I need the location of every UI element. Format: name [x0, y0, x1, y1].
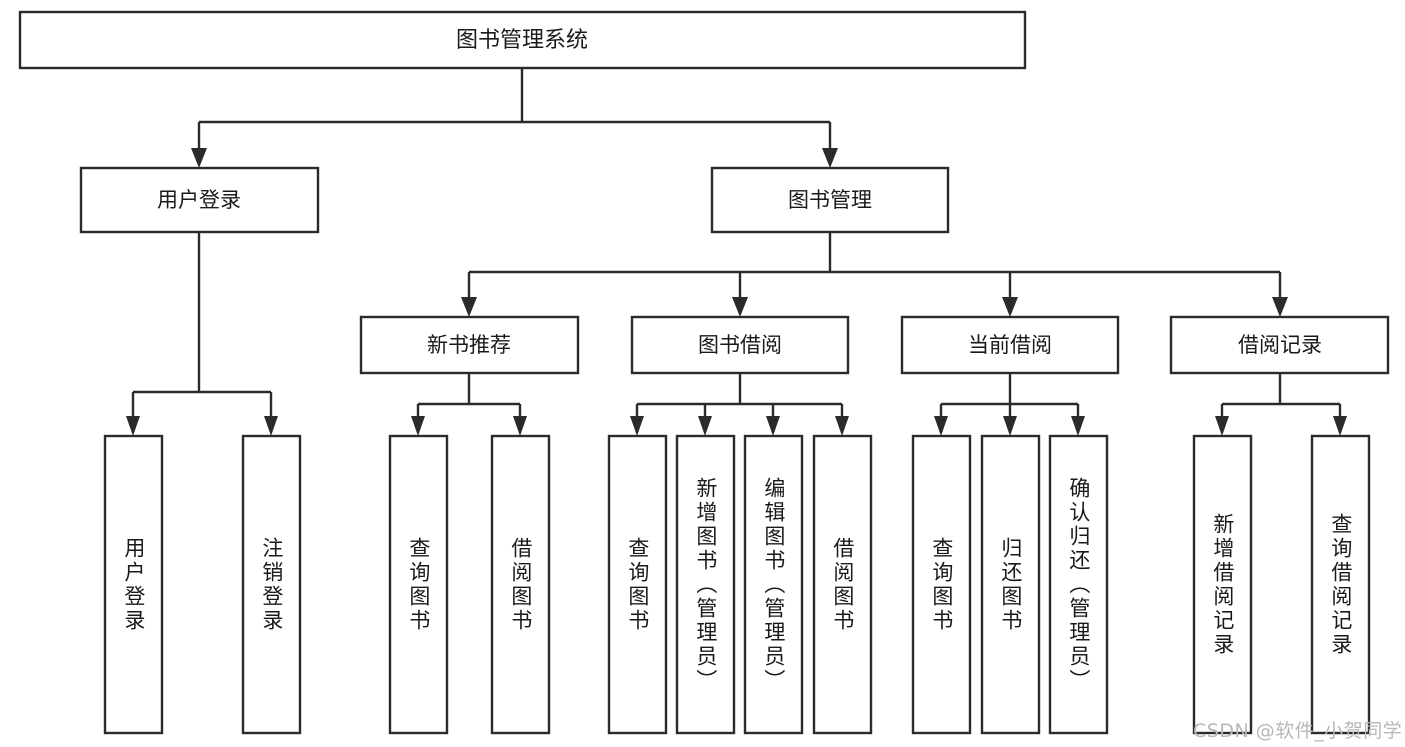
leaf-boxes-current-borrow — [911, 434, 1109, 735]
leaf-box-query-book-1[interactable] — [388, 434, 449, 735]
leaf-box-logout-login[interactable] — [241, 434, 302, 735]
leaf-box-borrow-book-2[interactable] — [812, 434, 873, 735]
node-box-root — [18, 10, 1027, 70]
leaf-box-user-login[interactable] — [103, 434, 164, 735]
leaf-box-borrow-book-1[interactable] — [490, 434, 551, 735]
leaf-box-edit-book[interactable] — [743, 434, 804, 735]
leaf-box-query-record[interactable] — [1310, 434, 1371, 735]
node-book-borrow[interactable]: 图书借阅 — [630, 315, 850, 375]
leaf-box-add-book[interactable] — [675, 434, 736, 735]
connector-group-current-borrow — [934, 373, 1085, 436]
node-current-borrow[interactable]: 当前借阅 — [900, 315, 1120, 375]
arrow-head-leaf-add-book — [698, 416, 712, 436]
leaf-box-query-book-3[interactable] — [911, 434, 972, 735]
connector-group-book-manage — [461, 232, 1288, 317]
arrow-head-borrow-record — [1272, 297, 1288, 317]
arrow-head-leaf-query-record — [1333, 416, 1347, 436]
connector-group-new-book-recommend — [411, 373, 527, 436]
arrow-head-leaf-return-book — [1003, 416, 1017, 436]
node-box-book-manage — [710, 166, 950, 234]
node-user-login[interactable]: 用户登录 — [79, 166, 320, 234]
node-box-current-borrow — [900, 315, 1120, 375]
leaf-box-confirm-return[interactable] — [1048, 434, 1109, 735]
connector-group-borrow-record — [1215, 373, 1347, 436]
node-book-manage[interactable]: 图书管理 — [710, 166, 950, 234]
leaf-boxes-borrow-record — [1192, 434, 1371, 735]
arrow-head-book-borrow — [732, 297, 748, 317]
arrow-head-leaf-logout-login — [264, 416, 278, 436]
arrow-head-book-manage — [822, 148, 838, 168]
arrow-head-leaf-user-login — [126, 416, 140, 436]
node-label-root: 图书管理系统 — [456, 28, 588, 53]
arrow-head-leaf-query-book-2 — [630, 416, 644, 436]
leaf-box-add-record[interactable] — [1192, 434, 1253, 735]
node-label-current-borrow: 当前借阅 — [968, 333, 1052, 357]
connector-group-book-borrow — [630, 373, 849, 436]
arrow-head-new-book-recommend — [461, 297, 477, 317]
csdn-watermark: CSDN @软件_小贺同学 — [1193, 720, 1403, 742]
leaf-boxes-new-book-recommend — [388, 434, 551, 735]
leaf-boxes-book-borrow — [607, 434, 873, 735]
node-label-borrow-record: 借阅记录 — [1238, 333, 1322, 357]
arrow-head-leaf-edit-book — [766, 416, 780, 436]
leaf-boxes-user-login — [103, 434, 302, 735]
node-label-book-manage: 图书管理 — [788, 188, 872, 212]
arrow-head-current-borrow — [1002, 297, 1018, 317]
leaf-box-return-book[interactable] — [980, 434, 1041, 735]
connector-group-user-login — [126, 232, 278, 436]
leaf-box-query-book-2[interactable] — [607, 434, 668, 735]
connector-group-root — [191, 68, 838, 168]
arrow-head-leaf-add-record — [1215, 416, 1229, 436]
node-label-new-book-recommend: 新书推荐 — [427, 333, 511, 357]
arrow-head-leaf-query-book-1 — [411, 416, 425, 436]
node-borrow-record[interactable]: 借阅记录 — [1169, 315, 1390, 375]
node-box-user-login — [79, 166, 320, 234]
arrow-head-leaf-confirm-return — [1071, 416, 1085, 436]
arrow-head-leaf-borrow-book-2 — [835, 416, 849, 436]
arrow-head-user-login — [191, 148, 207, 168]
node-label-user-login: 用户登录 — [157, 188, 241, 212]
node-label-book-borrow: 图书借阅 — [698, 333, 782, 357]
arrow-head-leaf-query-book-3 — [934, 416, 948, 436]
node-new-book-recommend[interactable]: 新书推荐 — [359, 315, 580, 375]
node-box-borrow-record — [1169, 315, 1390, 375]
arrow-head-leaf-borrow-book-1 — [513, 416, 527, 436]
node-box-book-borrow — [630, 315, 850, 375]
node-box-new-book-recommend — [359, 315, 580, 375]
node-book-management-system[interactable]: 图书管理系统 — [18, 10, 1027, 70]
